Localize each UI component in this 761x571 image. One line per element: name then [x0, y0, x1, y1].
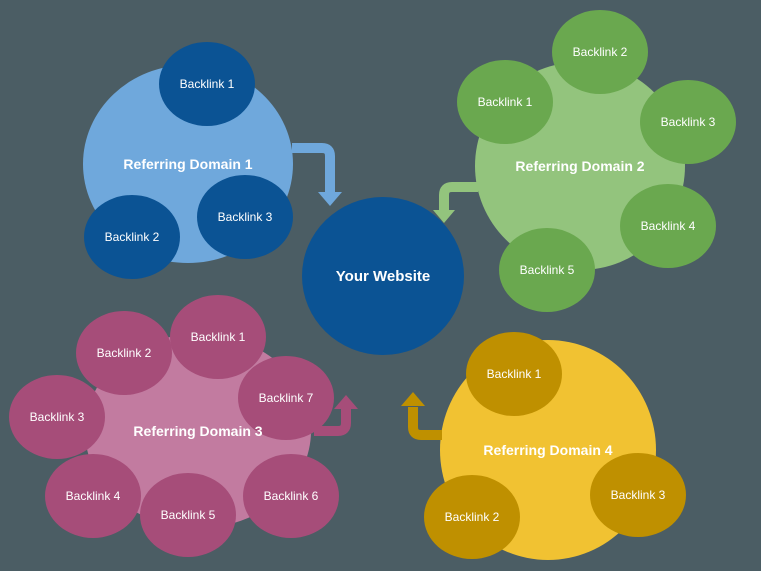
referring-domain-2-backlink-1-label: Backlink 1: [477, 95, 533, 109]
referring-domain-3-backlink-5-circle: Backlink 5: [140, 473, 236, 557]
referring-domain-4-backlink-1-label: Backlink 1: [486, 367, 542, 381]
referring-domain-4-backlink-1-circle: Backlink 1: [466, 332, 562, 416]
referring-domain-3-backlink-3-circle: Backlink 3: [9, 375, 105, 459]
referring-domain-4-arrow: [401, 392, 442, 440]
referring-domain-2-backlink-4-label: Backlink 4: [640, 219, 696, 233]
referring-domain-1-backlink-2-label: Backlink 2: [104, 230, 160, 244]
referring-domain-2-backlink-1-circle: Backlink 1: [457, 60, 553, 144]
referring-domain-1-backlink-3-circle: Backlink 3: [197, 175, 293, 259]
referring-domain-3-backlink-5-label: Backlink 5: [160, 508, 216, 522]
referring-domain-3-backlink-6-label: Backlink 6: [263, 489, 319, 503]
referring-domain-2-backlink-2-label: Backlink 2: [572, 45, 628, 59]
referring-domain-2-backlink-5-circle: Backlink 5: [499, 228, 595, 312]
referring-domain-3-backlink-7-label: Backlink 7: [258, 391, 314, 405]
your-website-circle: Your Website: [302, 197, 464, 355]
your-website-label: Your Website: [335, 267, 431, 285]
referring-domain-3-arrowhead-icon: [334, 395, 358, 409]
referring-domain-2-backlink-3-label: Backlink 3: [660, 115, 716, 129]
referring-domain-1-backlink-3-label: Backlink 3: [217, 210, 273, 224]
referring-domain-2-label: Referring Domain 2: [515, 158, 645, 174]
referring-domain-2-backlink-4-circle: Backlink 4: [620, 184, 716, 268]
referring-domain-3-backlink-1-label: Backlink 1: [190, 330, 246, 344]
referring-domain-3-backlink-4-circle: Backlink 4: [45, 454, 141, 538]
referring-domain-4-backlink-2-circle: Backlink 2: [424, 475, 520, 559]
referring-domain-2-backlink-2-circle: Backlink 2: [552, 10, 648, 94]
referring-domain-3-backlink-2-circle: Backlink 2: [76, 311, 172, 395]
referring-domain-1-arrowhead-icon: [318, 192, 342, 206]
referring-domain-3-label: Referring Domain 3: [133, 423, 263, 439]
referring-domain-2-backlink-3-circle: Backlink 3: [640, 80, 736, 164]
referring-domain-3-backlink-2-label: Backlink 2: [96, 346, 152, 360]
referring-domain-4-label: Referring Domain 4: [483, 442, 613, 458]
referring-domain-2-arrow: [433, 182, 478, 223]
referring-domain-4-arrow-line: [408, 407, 442, 440]
referring-domain-3-backlink-6-circle: Backlink 6: [243, 454, 339, 538]
referring-domain-1-arrow-line: [292, 143, 335, 193]
referring-domain-1-backlink-1-circle: Backlink 1: [159, 42, 255, 126]
referring-domain-1-label: Referring Domain 1: [123, 156, 253, 172]
referring-domain-1-backlink-2-circle: Backlink 2: [84, 195, 180, 279]
referring-domain-3-backlink-3-label: Backlink 3: [29, 410, 85, 424]
referring-domain-4-backlink-2-label: Backlink 2: [444, 510, 500, 524]
referring-domain-2-backlink-5-label: Backlink 5: [519, 263, 575, 277]
referring-domain-3-backlink-4-label: Backlink 4: [65, 489, 121, 503]
referring-domain-4-arrowhead-icon: [401, 392, 425, 406]
referring-domain-4-backlink-3-label: Backlink 3: [610, 488, 666, 502]
referring-domain-3-backlink-1-circle: Backlink 1: [170, 295, 266, 379]
referring-domain-1-arrow: [292, 143, 342, 206]
referring-domain-4-backlink-3-circle: Backlink 3: [590, 453, 686, 537]
referring-domain-2-arrow-line: [439, 182, 478, 211]
referring-domain-1-backlink-1-label: Backlink 1: [179, 77, 235, 91]
